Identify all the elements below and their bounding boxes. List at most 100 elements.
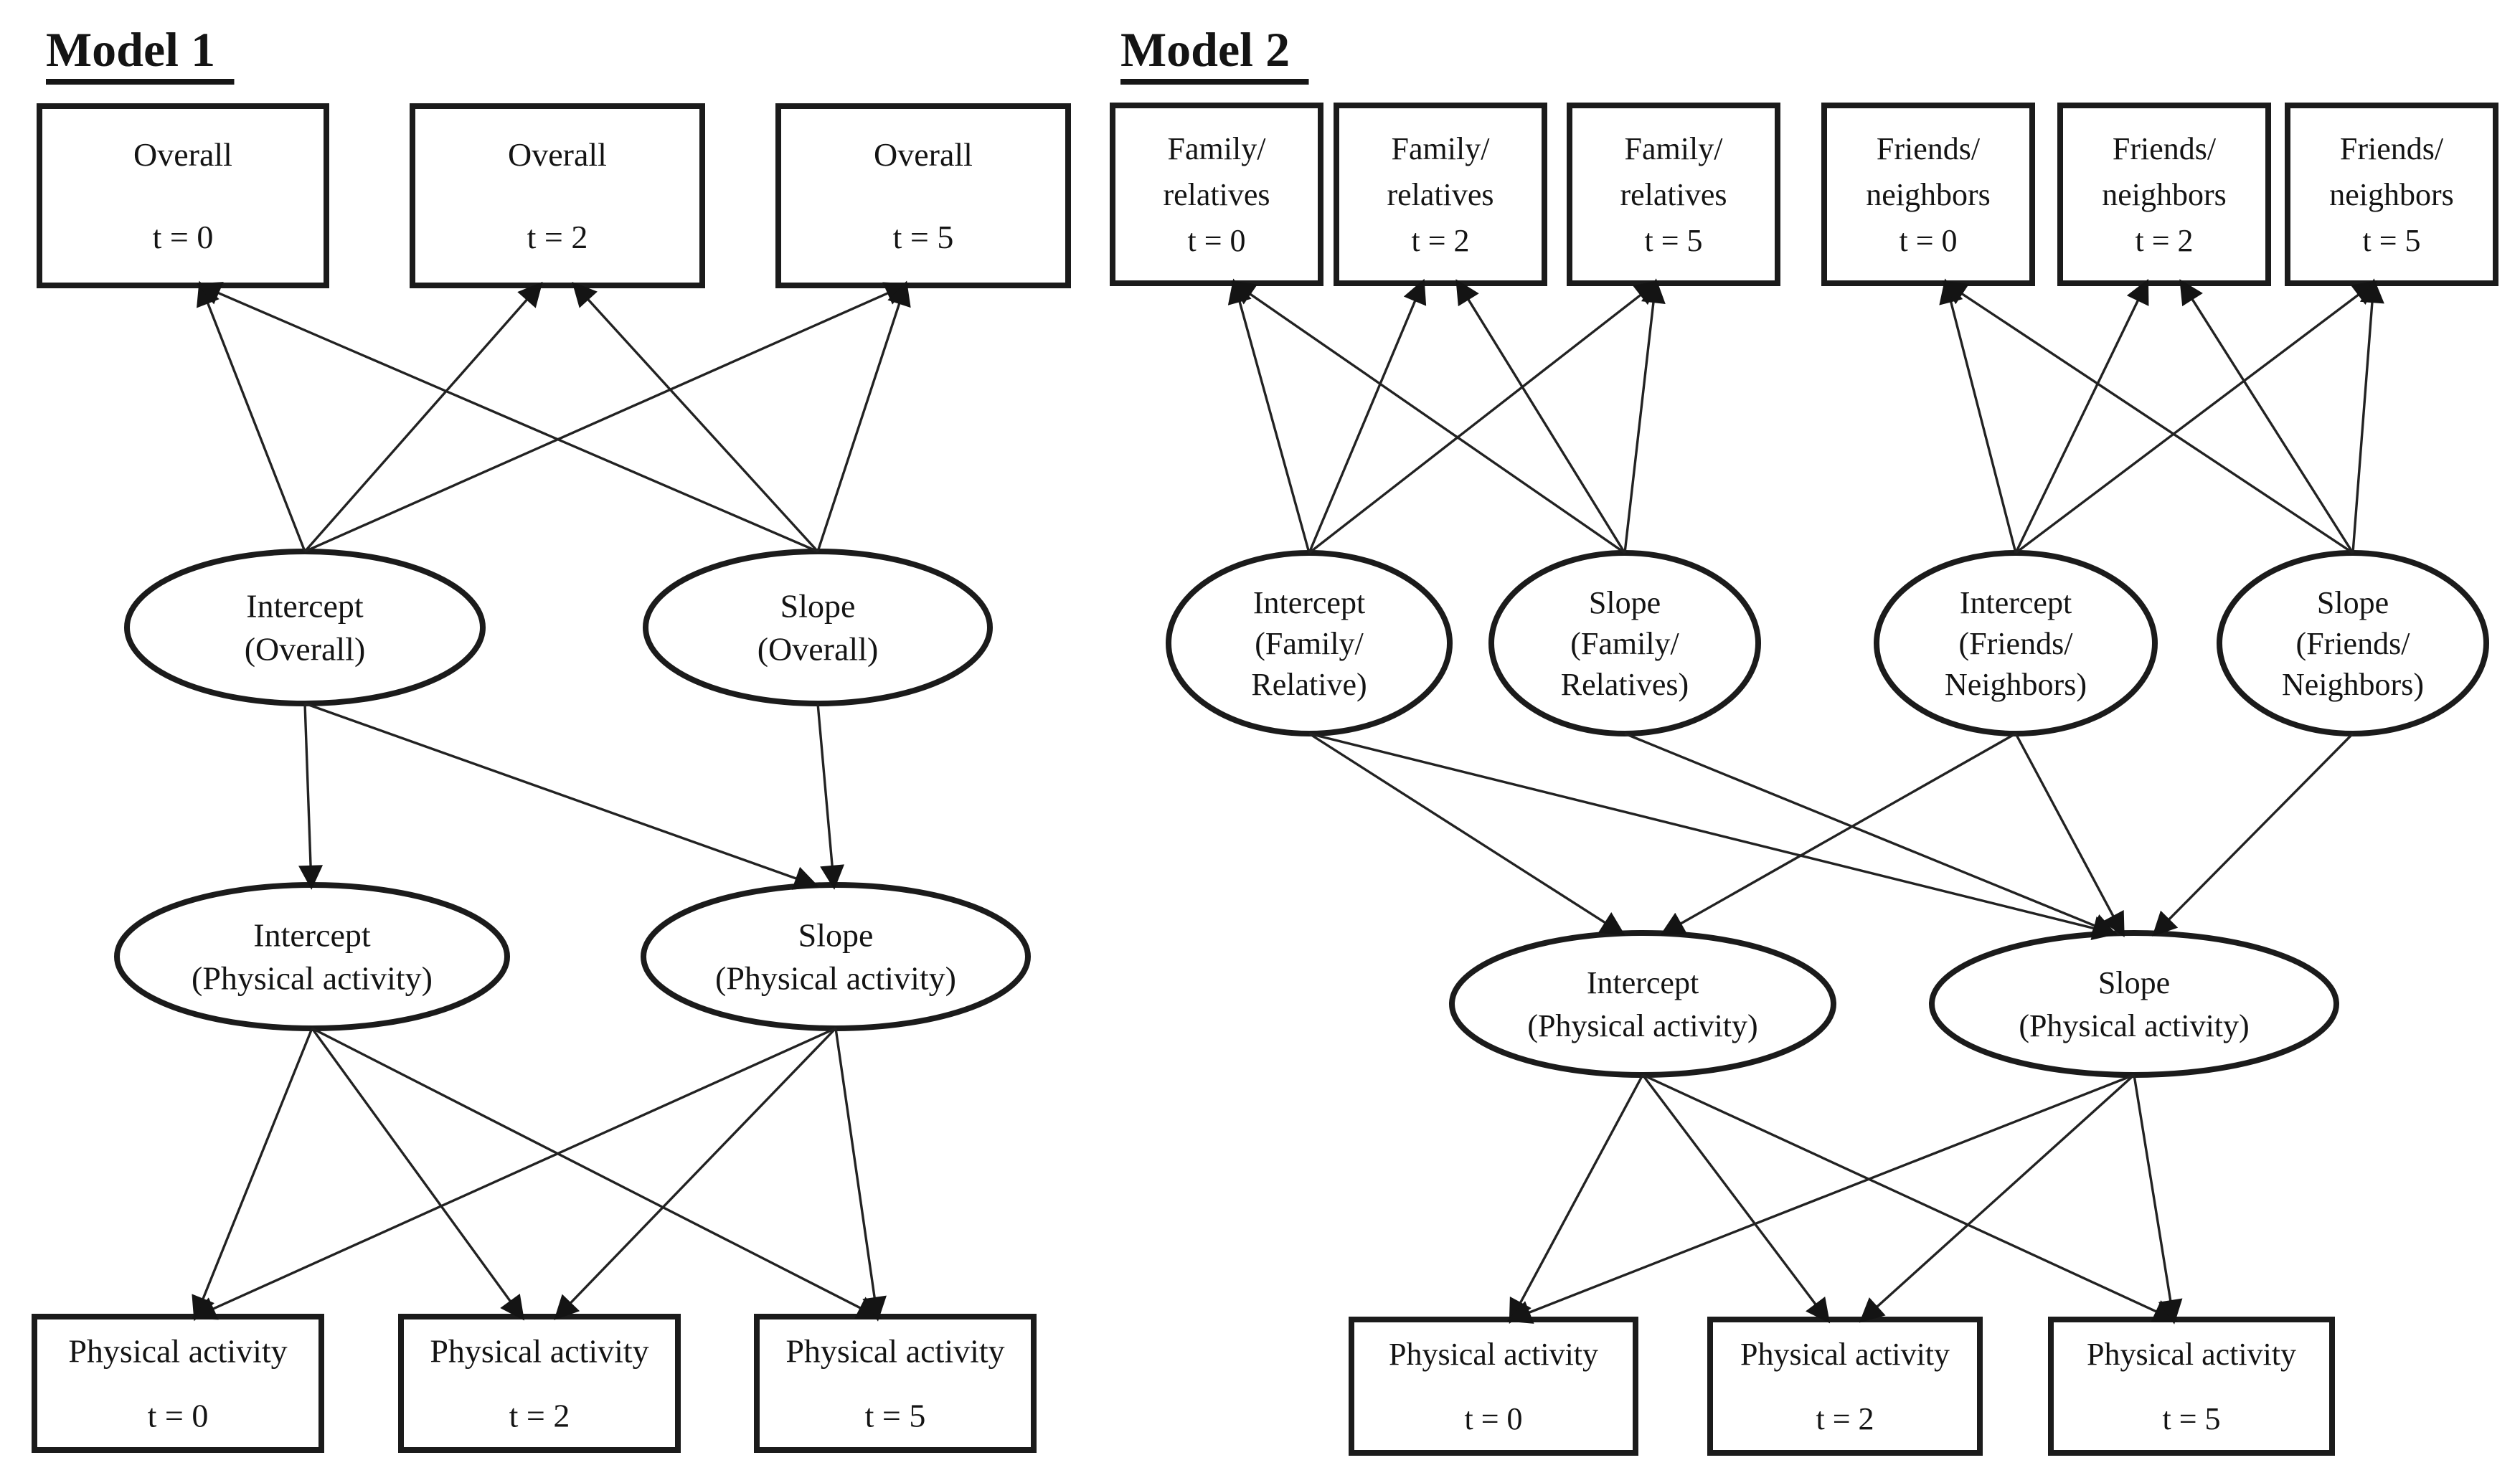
path-arrow-int-overall-to-int-pa [298,703,324,890]
pa2-t2-rect-shape [1707,1317,1983,1456]
pa-t2-label-line-1: Physical activity [430,1333,648,1370]
int-fam-label-line-2: (Family/ [1255,626,1364,661]
fam-t5-label-line-2: relatives [1620,177,1727,212]
path-arrow-slope-pa2-to-pa2-t0 [1506,1074,2135,1324]
path-arrow-slope-fam-to-fam-t2 [1455,279,1626,554]
path-arrow-int-fri-to-int-pa2 [1660,732,2016,936]
latent-node-int-overall: Intercept (Overall) [124,549,486,706]
observed-node-pa-t5: Physical activity t = 5 [754,1314,1037,1453]
overall-t2-label-line-1: Overall [508,136,607,173]
fri-t0-label-line-2: neighbors [1866,177,1991,212]
slope-pa-ellipse-shape [641,882,1031,1031]
path-arrow-slope-fri-to-fri-t2 [2179,279,2354,554]
observed-node-fam-t0: Family/relatives t = 0 [1110,103,1323,286]
fri-t5-label-line-3: t = 5 [2362,223,2420,258]
fri-t0-label-line-3: t = 0 [1899,223,1957,258]
path-arrow-slope-overall-to-slope-pa [816,703,845,890]
path-arrow-int-pa2-to-pa2-t2 [1641,1074,1831,1324]
fri-t5-label-line-2: neighbors [2329,177,2454,212]
slope-overall-label-line-2: (Overall) [758,631,879,668]
fri-t5-rect-shape [2285,103,2498,286]
path-arrow-int-fam-to-slope-pa2 [1308,732,2118,940]
pa-t5-rect-shape [754,1314,1037,1453]
pa2-t5-label-line-1: Physical activity [2087,1337,2296,1372]
overall-t2-label-line-2: t = 2 [527,219,588,255]
observed-node-fri-t5: Friends/neighbors t = 5 [2285,103,2498,286]
pa-t0-label-line-1: Physical activity [68,1333,287,1370]
observed-node-fri-t0: Friends/neighbors t = 0 [1821,103,2035,286]
pa-t2-rect-shape [398,1314,681,1453]
path-arrow-int-overall-to-slope-pa [304,702,819,890]
path-arrow-int-fam-to-fam-t2 [1308,278,1427,554]
path-arrow-int-pa-to-pa-t5 [311,1027,882,1319]
latent-node-int-pa: Intercept(Physical activity) [114,882,510,1031]
latent-node-slope-pa2: Slope(Physical activity) [1929,930,2339,1078]
overall-t5-label-line-2: t = 5 [893,219,954,255]
fri-t2-label-line-2: neighbors [2102,177,2227,212]
path-arrow-int-fri-to-fri-t2 [2014,278,2149,554]
int-pa-label-line-1: Intercept [253,917,371,954]
model-2-title: Model 2 [1120,22,1290,77]
path-arrow-slope-pa-to-pa-t5 [834,1028,887,1322]
int-overall-label-line-2: (Overall) [245,631,366,668]
fam-t0-label-line-1: Family/ [1168,131,1267,166]
fam-t2-label-line-1: Family/ [1392,131,1491,166]
path-arrow-slope-pa-to-pa-t0 [191,1027,836,1320]
path-arrow-int-fam-to-fam-t0 [1227,278,1311,554]
path-arrow-slope-overall-to-overall-t5 [816,280,911,552]
pa2-t5-rect-shape [2048,1317,2335,1456]
overall-t0-rect-shape [37,103,329,288]
path-arrow-int-fam-to-int-pa2 [1308,732,1625,936]
int-pa2-label-line-2: (Physical activity) [1527,1008,1757,1043]
int-overall-ellipse-shape [124,549,486,706]
slope-fri-label-line-2: (Friends/ [2296,626,2411,661]
int-fri-label-line-1: Intercept [1960,585,2072,620]
path-arrow-slope-fam-to-slope-pa2 [1624,732,2118,937]
pa-t5-label-line-2: t = 5 [865,1398,926,1434]
latent-node-slope-overall: Slope (Overall) [643,549,993,706]
path-arrow-int-fri-to-fri-t5 [2014,280,2378,554]
path-arrow-int-overall-to-overall-t5 [304,282,910,553]
model-2-title-underline [1120,79,1309,85]
overall-t5-label-line-1: Overall [874,136,973,173]
path-arrow-int-fri-to-slope-pa2 [2014,733,2125,937]
fam-t5-rect-shape [1567,103,1780,286]
observed-node-pa-t2: Physical activity t = 2 [398,1314,681,1453]
path-arrow-slope-pa-to-pa-t2 [554,1027,837,1320]
latent-node-int-fam: Intercept(Family/Relative) [1166,550,1453,736]
fam-t0-rect-shape [1110,103,1323,286]
path-arrow-slope-fri-to-fri-t5 [2351,278,2384,554]
path-arrow-slope-fam-to-fam-t0 [1230,280,1625,554]
slope-pa-label-line-1: Slope [798,917,874,954]
pa-t2-label-line-2: t = 2 [509,1398,570,1434]
slope-fam-label-line-2: (Family/ [1570,626,1679,661]
slope-overall-ellipse-shape [643,549,993,706]
fri-t5-label-line-1: Friends/ [2340,131,2444,166]
fam-t2-rect-shape [1334,103,1547,286]
latent-node-int-fri: Intercept(Friends/Neighbors) [1874,550,2158,736]
fri-t0-label-line-1: Friends/ [1877,131,1981,166]
path-arrow-int-fri-to-fri-t0 [1939,278,2017,554]
pa-t0-label-line-2: t = 0 [148,1398,209,1434]
slope-overall-label-line-1: Slope [780,588,856,625]
path-arrow-slope-fri-to-slope-pa2 [2152,732,2354,937]
fam-t0-label-line-2: relatives [1163,177,1270,212]
overall-t2-rect-shape [410,103,705,288]
int-overall-label-line-1: Intercept [246,588,364,625]
fam-t0-label-line-3: t = 0 [1187,223,1245,258]
slope-pa2-label-line-1: Slope [2098,965,2170,1000]
pa-t5-label-line-1: Physical activity [785,1333,1004,1370]
slope-pa2-ellipse-shape [1929,930,2339,1078]
model-1-title: Model 1 [46,22,215,77]
latent-node-slope-fam: Slope(Family/Relatives) [1488,550,1761,736]
fri-t0-rect-shape [1821,103,2035,286]
path-arrow-slope-overall-to-overall-t0 [196,282,818,553]
slope-fri-label-line-3: Neighbors) [2282,667,2424,702]
pa-t0-rect-shape [32,1314,324,1453]
overall-t5-rect-shape [775,103,1071,288]
